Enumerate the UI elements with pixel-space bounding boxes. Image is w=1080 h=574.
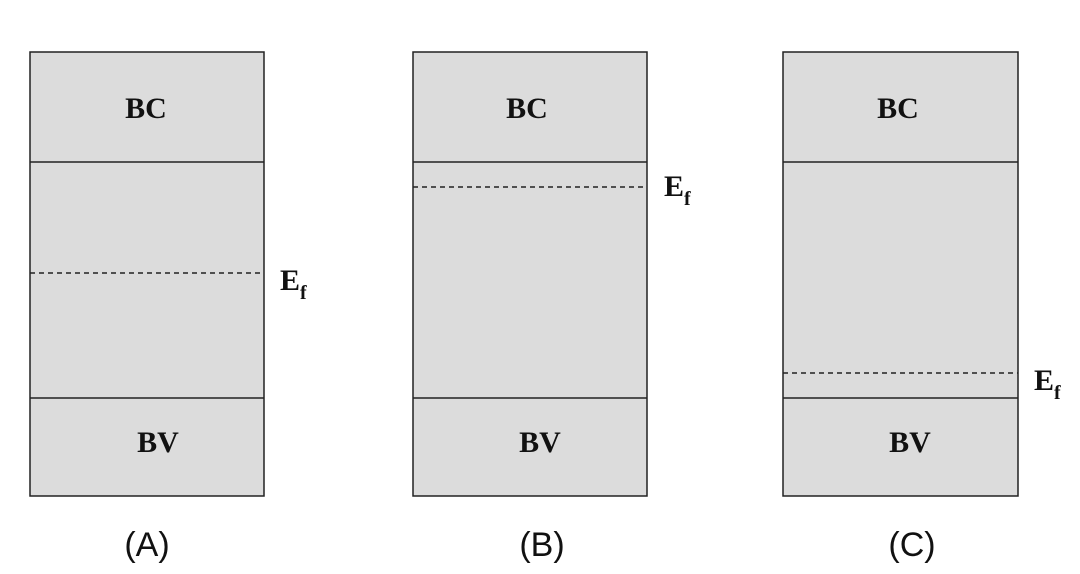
panel-c-fermi-label: Ef — [1034, 364, 1061, 404]
panel-b-fermi-label: Ef — [664, 170, 691, 210]
panel-c-caption: (C) — [888, 526, 935, 564]
panel-a-fermi-label-main: E — [280, 264, 300, 297]
panel-b-bc-label: BC — [506, 92, 548, 125]
panel-b-bv-label: BV — [519, 426, 561, 459]
panel-c-bc-label: BC — [877, 92, 919, 125]
panel-b-caption: (B) — [519, 526, 564, 564]
panel-a-bv-label: BV — [137, 426, 179, 459]
panel-c: BC BV Ef (C) — [782, 51, 1061, 564]
panel-c-fermi-label-sub: f — [1054, 382, 1061, 404]
panel-a-box — [29, 51, 265, 497]
panel-a-fermi-label-sub: f — [300, 282, 307, 304]
panel-a-fermi-label: Ef — [280, 264, 307, 304]
panel-b-fermi-label-sub: f — [684, 188, 691, 210]
panel-b: BC BV Ef (B) — [412, 51, 691, 564]
panel-a-bc-label: BC — [125, 92, 167, 125]
panel-a: BC BV Ef (A) — [29, 51, 307, 564]
panel-b-box — [412, 51, 648, 497]
panel-b-fermi-label-main: E — [664, 170, 684, 203]
panel-c-bv-label: BV — [889, 426, 931, 459]
panel-c-fermi-label-main: E — [1034, 364, 1054, 397]
panel-a-caption: (A) — [124, 526, 169, 564]
panel-c-box — [782, 51, 1019, 497]
